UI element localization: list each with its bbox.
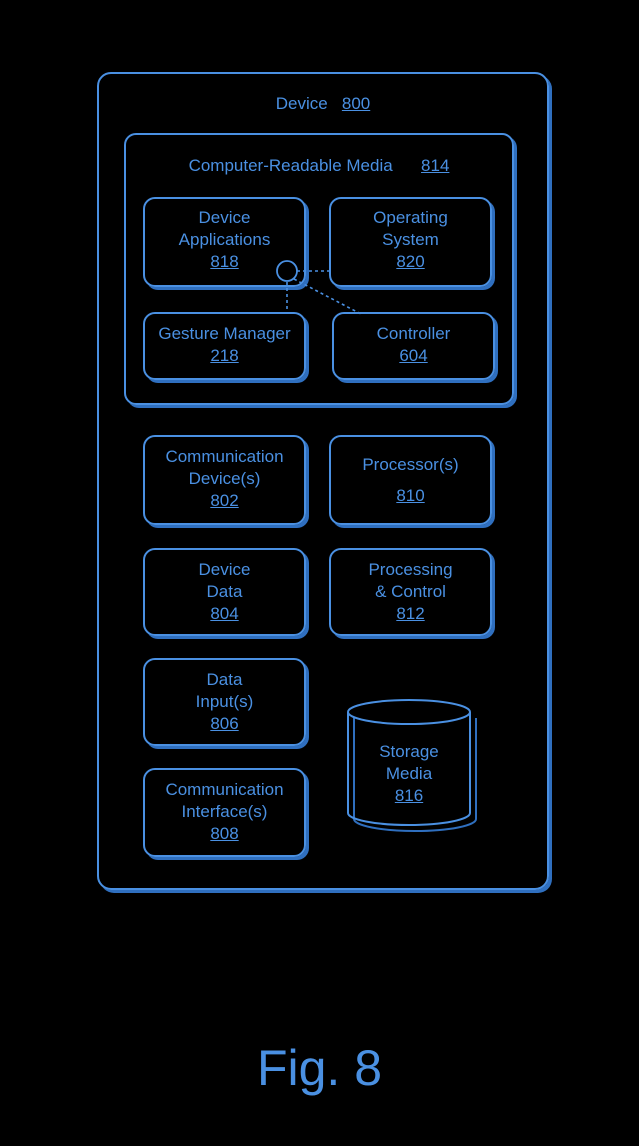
crm-ref: 814 <box>421 156 449 175</box>
storage-media-line2: Media <box>348 763 470 785</box>
data-inputs-line2: Input(s) <box>145 691 304 713</box>
controller-box: Controller 604 <box>332 312 495 380</box>
device-applications-line1: Device <box>145 207 304 229</box>
gesture-manager-line1: Gesture Manager <box>145 323 304 345</box>
communication-interfaces-line1: Communication <box>145 779 304 801</box>
operating-system-line1: Operating <box>331 207 490 229</box>
controller-ref: 604 <box>334 345 493 367</box>
device-title: Device 800 <box>97 93 549 115</box>
communication-interfaces-ref: 808 <box>145 823 304 845</box>
data-inputs-ref: 806 <box>145 713 304 735</box>
device-applications-line2: Applications <box>145 229 304 251</box>
storage-media-ref: 816 <box>348 785 470 807</box>
device-data-ref: 804 <box>145 603 304 625</box>
device-data-box: Device Data 804 <box>143 548 306 636</box>
communication-interfaces-box: Communication Interface(s) 808 <box>143 768 306 857</box>
communication-devices-ref: 802 <box>145 490 304 512</box>
crm-title: Computer-Readable Media 814 <box>124 155 514 177</box>
communication-devices-line2: Device(s) <box>145 468 304 490</box>
processing-control-box: Processing & Control 812 <box>329 548 492 636</box>
processing-control-line1: Processing <box>331 559 490 581</box>
device-ref: 800 <box>342 94 370 113</box>
figure-caption: Fig. 8 <box>0 1038 639 1098</box>
operating-system-box: Operating System 820 <box>329 197 492 287</box>
communication-interfaces-line2: Interface(s) <box>145 801 304 823</box>
processing-control-ref: 812 <box>331 603 490 625</box>
storage-media-line1: Storage <box>348 741 470 763</box>
storage-media-text: Storage Media 816 <box>348 741 470 807</box>
device-applications-ref: 818 <box>145 251 304 273</box>
processors-box: Processor(s) 810 <box>329 435 492 525</box>
device-data-line1: Device <box>145 559 304 581</box>
operating-system-line2: System <box>331 229 490 251</box>
communication-devices-box: Communication Device(s) 802 <box>143 435 306 525</box>
controller-line1: Controller <box>334 323 493 345</box>
data-inputs-box: Data Input(s) 806 <box>143 658 306 746</box>
gesture-manager-box: Gesture Manager 218 <box>143 312 306 380</box>
processing-control-line2: & Control <box>331 581 490 603</box>
crm-label: Computer-Readable Media <box>189 156 393 175</box>
processors-line1: Processor(s) <box>331 454 490 476</box>
device-label: Device <box>276 94 328 113</box>
device-data-line2: Data <box>145 581 304 603</box>
device-applications-box: Device Applications 818 <box>143 197 306 287</box>
data-inputs-line1: Data <box>145 669 304 691</box>
communication-devices-line1: Communication <box>145 446 304 468</box>
processors-ref: 810 <box>331 485 490 507</box>
operating-system-ref: 820 <box>331 251 490 273</box>
gesture-manager-ref: 218 <box>145 345 304 367</box>
